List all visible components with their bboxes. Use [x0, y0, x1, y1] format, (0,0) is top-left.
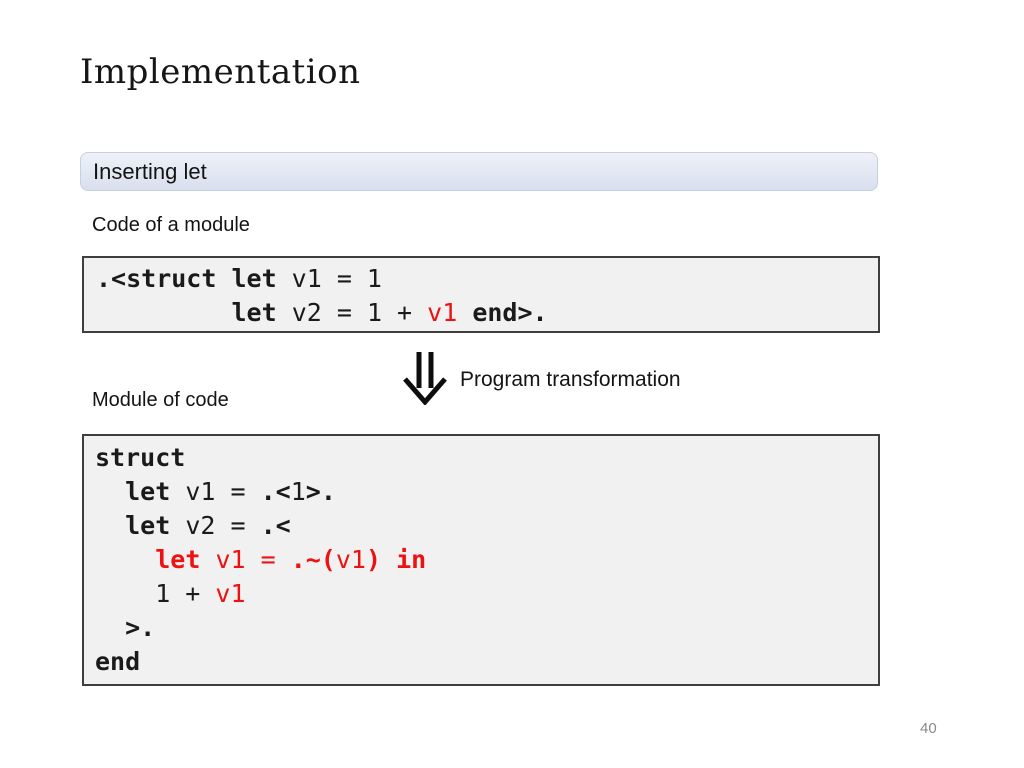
code-token: in: [381, 545, 427, 574]
section-header: Inserting let: [80, 152, 878, 191]
code-token: v1 =: [185, 477, 261, 506]
code-token: v1 = 1: [291, 264, 382, 293]
double-down-arrow-icon: [399, 350, 451, 406]
code-token: end>.: [472, 298, 548, 327]
code-line: struct: [95, 441, 878, 475]
code-token: end: [95, 647, 141, 676]
code-line: let v2 = 1 + v1 end>.: [96, 296, 878, 330]
code-line: 1 + v1: [95, 577, 878, 611]
code-token: [457, 298, 472, 327]
code-token: >.: [305, 477, 336, 506]
code-token: let: [155, 545, 216, 574]
code-token: .<struct let: [96, 264, 292, 293]
code-token: v1: [335, 545, 366, 574]
code-box-after-transformation: struct let v1 = .<1>. let v2 = .< let v1…: [82, 434, 880, 686]
code-token: ): [365, 545, 382, 574]
code-token: .<: [260, 477, 291, 506]
code-token: v1: [215, 579, 246, 608]
label-program-transformation: Program transformation: [460, 368, 681, 391]
code-token: let: [125, 477, 186, 506]
code-token: let: [125, 511, 186, 540]
code-token: v2 = 1 +: [291, 298, 428, 327]
code-box-before-transformation: .<struct let v1 = 1 let v2 = 1 + v1 end>…: [82, 256, 880, 333]
code-line: let v1 = .~(v1) in: [95, 543, 878, 577]
code-token: let: [231, 298, 292, 327]
label-code-of-module: Code of a module: [92, 214, 250, 236]
code-line: end: [95, 645, 878, 679]
code-token: 1 +: [95, 579, 216, 608]
code-token: [95, 477, 125, 506]
section-header-label: Inserting let: [93, 158, 207, 184]
code-token: struct: [95, 443, 186, 472]
label-module-of-code: Module of code: [92, 389, 229, 411]
code-line: let v1 = .<1>.: [95, 475, 878, 509]
code-line: >.: [95, 611, 878, 645]
code-token: [96, 298, 231, 327]
code-token: v1 =: [215, 545, 291, 574]
code-token: .~(: [290, 545, 336, 574]
code-line: let v2 = .<: [95, 509, 878, 543]
code-token: [95, 511, 125, 540]
page-number: 40: [920, 720, 937, 737]
code-line: .<struct let v1 = 1: [96, 262, 878, 296]
code-token: >.: [95, 613, 156, 642]
code-token: 1: [290, 477, 306, 506]
code-token: v2 =: [185, 511, 261, 540]
code-token: .<: [260, 511, 291, 540]
code-token: [95, 545, 155, 574]
page-title: Implementation: [80, 52, 361, 92]
code-token: v1: [427, 298, 458, 327]
